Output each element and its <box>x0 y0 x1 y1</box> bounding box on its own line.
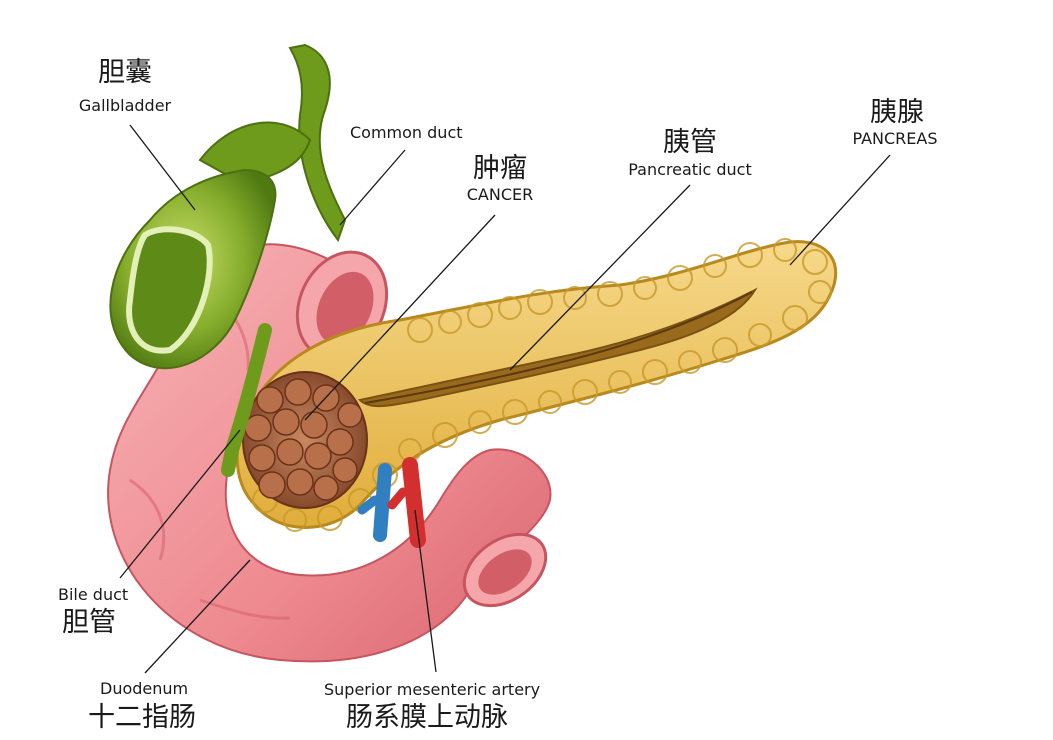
pancreatic-duct-line <box>364 291 753 404</box>
duodenum <box>107 243 552 663</box>
cancer-label-en: CANCER <box>466 185 534 204</box>
sma-label-zh: 肠系膜上动脉 <box>346 702 508 733</box>
leader-cancer <box>304 214 496 421</box>
leader-pancreatic-duct <box>509 184 691 371</box>
pancreatic-duct-label-en: Pancreatic duct <box>628 160 752 179</box>
gallbladder <box>109 43 347 477</box>
leader-lines <box>119 124 891 674</box>
leader-gallbladder <box>129 124 196 211</box>
pancreas <box>235 238 838 532</box>
sma-label-en: Superior mesenteric artery <box>324 680 541 699</box>
cancer-label-zh: 肿瘤 <box>473 153 527 184</box>
leader-pancreas <box>789 154 891 266</box>
pancreas-label-zh: 胰腺 <box>870 97 924 128</box>
leader-bile-duct <box>119 429 241 579</box>
duodenum-label-en: Duodenum <box>100 679 189 698</box>
pancreas-label-en: PANCREAS <box>852 129 938 148</box>
leader-duodenum <box>144 559 251 674</box>
common-duct-label: Common duct <box>350 123 463 142</box>
leader-common-duct <box>339 149 406 226</box>
bile-duct-label-zh: 胆管 <box>62 607 116 638</box>
leader-sma <box>414 509 437 673</box>
gallbladder-label-zh: 胆囊 <box>98 57 152 88</box>
gallbladder-label-en: Gallbladder <box>78 96 172 115</box>
duodenum-label-zh: 十二指肠 <box>88 702 196 733</box>
pancreatic-duct-label-zh: 胰管 <box>663 127 717 158</box>
tumor <box>242 371 368 509</box>
bile-duct-label-en: Bile duct <box>58 585 129 604</box>
